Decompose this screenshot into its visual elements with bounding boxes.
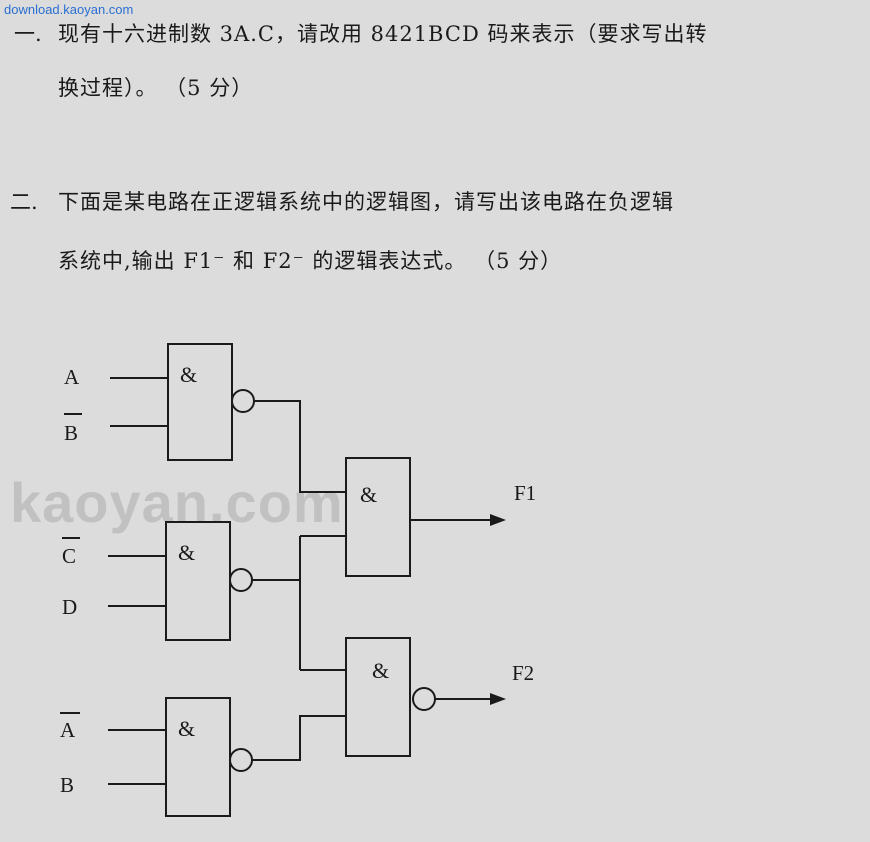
gate2-symbol: & xyxy=(178,540,195,565)
and-gate-1 xyxy=(167,343,233,461)
q1-number: 一. xyxy=(14,22,42,46)
q2-line2: 系统中,输出 F1⁻ 和 F2⁻ 的逻辑表达式。 （5 分） xyxy=(58,249,563,273)
wire-g1-to-g4 xyxy=(254,400,346,493)
q2-number: 二. xyxy=(10,190,38,214)
input-d: D xyxy=(62,595,77,619)
input-b: B xyxy=(60,773,74,797)
and-gate-5 xyxy=(345,637,411,757)
gate4-symbol: & xyxy=(360,482,377,507)
and-gate-4 xyxy=(345,457,411,577)
inverter-bubble-1 xyxy=(231,389,255,413)
gate5-symbol: & xyxy=(372,658,389,683)
output-f2: F2 xyxy=(512,661,534,685)
input-a: A xyxy=(64,365,80,389)
arrow-f1 xyxy=(490,514,506,526)
input-a-bar: A xyxy=(60,718,76,742)
inverter-bubble-2 xyxy=(229,568,253,592)
input-c-bar: C xyxy=(62,544,76,568)
and-gate-2 xyxy=(165,521,231,641)
output-f1: F1 xyxy=(514,481,536,505)
q2-line1: 下面是某电路在正逻辑系统中的逻辑图，请写出该电路在负逻辑 xyxy=(58,190,674,214)
and-gate-3 xyxy=(165,697,231,817)
gate3-symbol: & xyxy=(178,716,195,741)
inverter-bubble-3 xyxy=(229,748,253,772)
wire-g3-to-g5 xyxy=(252,715,346,761)
q1-line2: 换过程）。 （5 分） xyxy=(58,76,254,100)
watermark-kaoyan: kaoyan.com xyxy=(10,471,344,534)
arrow-f2 xyxy=(490,693,506,705)
input-b-bar: B xyxy=(64,421,78,445)
inverter-bubble-5 xyxy=(412,687,436,711)
watermark-top: download.kaoyan.com xyxy=(4,2,134,17)
gate1-symbol: & xyxy=(180,362,197,387)
q1-line1: 现有十六进制数 3A.C，请改用 8421BCD 码来表示（要求写出转 xyxy=(58,22,708,46)
